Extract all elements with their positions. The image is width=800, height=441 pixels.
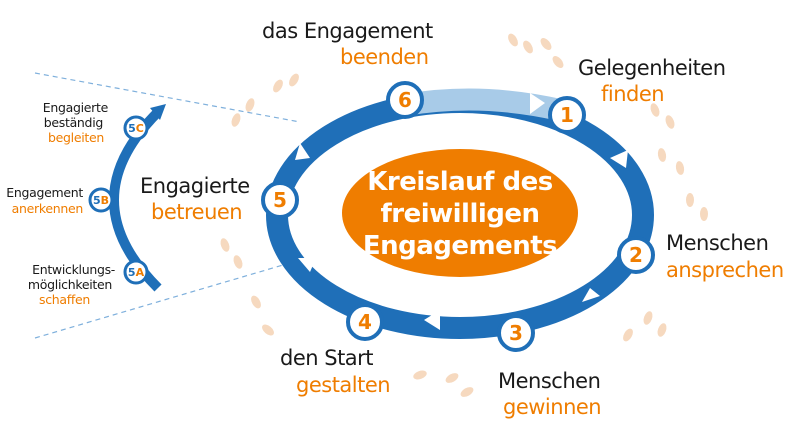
svg-text:5A: 5A <box>128 266 145 279</box>
step-badge-1: 1 <box>548 96 586 134</box>
step-badge-6: 6 <box>386 81 424 119</box>
center-line-2: freiwilligen <box>380 199 539 229</box>
step-5-label: Engagierte <box>140 174 250 198</box>
step-1-label: Gelegenheiten <box>578 56 726 80</box>
step-3-action: gewinnen <box>503 395 601 419</box>
substep-5b-label: Engagement <box>6 185 83 200</box>
svg-text:5B: 5B <box>93 194 109 207</box>
svg-text:5C: 5C <box>128 122 144 135</box>
center-title: Kreislauf des freiwilligen Engagements <box>342 149 578 277</box>
substep-5c-label-1: Engagierte <box>43 100 109 115</box>
substep-5a-action: schaffen <box>39 292 90 307</box>
substep-badge-5c: 5C <box>123 115 149 141</box>
zoom-line-bottom <box>34 259 301 339</box>
step-3-label: Menschen <box>498 369 600 393</box>
substep-5c-label-2: beständig <box>44 115 103 130</box>
svg-text:5: 5 <box>273 188 287 212</box>
step-badge-3: 3 <box>497 314 535 352</box>
svg-text:4: 4 <box>358 310 372 334</box>
step-6-action: beenden <box>340 45 429 69</box>
substep-5c-action: begleiten <box>48 130 104 145</box>
center-line-1: Kreislauf des <box>367 167 553 197</box>
svg-text:3: 3 <box>509 321 523 345</box>
substep-badge-5a: 5A <box>123 259 149 285</box>
substep-5b-action: anerkennen <box>12 201 83 216</box>
step-4-label: den Start <box>280 346 373 370</box>
substep-5a-label-1: Entwicklungs- <box>32 262 115 277</box>
step-2-label: Menschen <box>666 231 768 255</box>
svg-text:2: 2 <box>629 243 643 267</box>
step-1-action: finden <box>601 82 664 106</box>
center-line-3: Engagements <box>363 231 557 261</box>
substep-badge-5b: 5B <box>88 187 114 213</box>
step-4-action: gestalten <box>296 373 390 397</box>
step-badge-4: 4 <box>346 303 384 341</box>
step-6-label: das Engagement <box>262 19 433 43</box>
step-badge-2: 2 <box>617 236 655 274</box>
step-badge-5: 5 <box>261 181 299 219</box>
step-5-action: betreuen <box>151 200 242 224</box>
substep-5a-label-2: möglichkeiten <box>28 277 112 292</box>
step-2-action: ansprechen <box>666 258 784 282</box>
footprints-decoration <box>220 33 708 397</box>
svg-text:1: 1 <box>560 103 574 127</box>
svg-text:6: 6 <box>398 88 412 112</box>
